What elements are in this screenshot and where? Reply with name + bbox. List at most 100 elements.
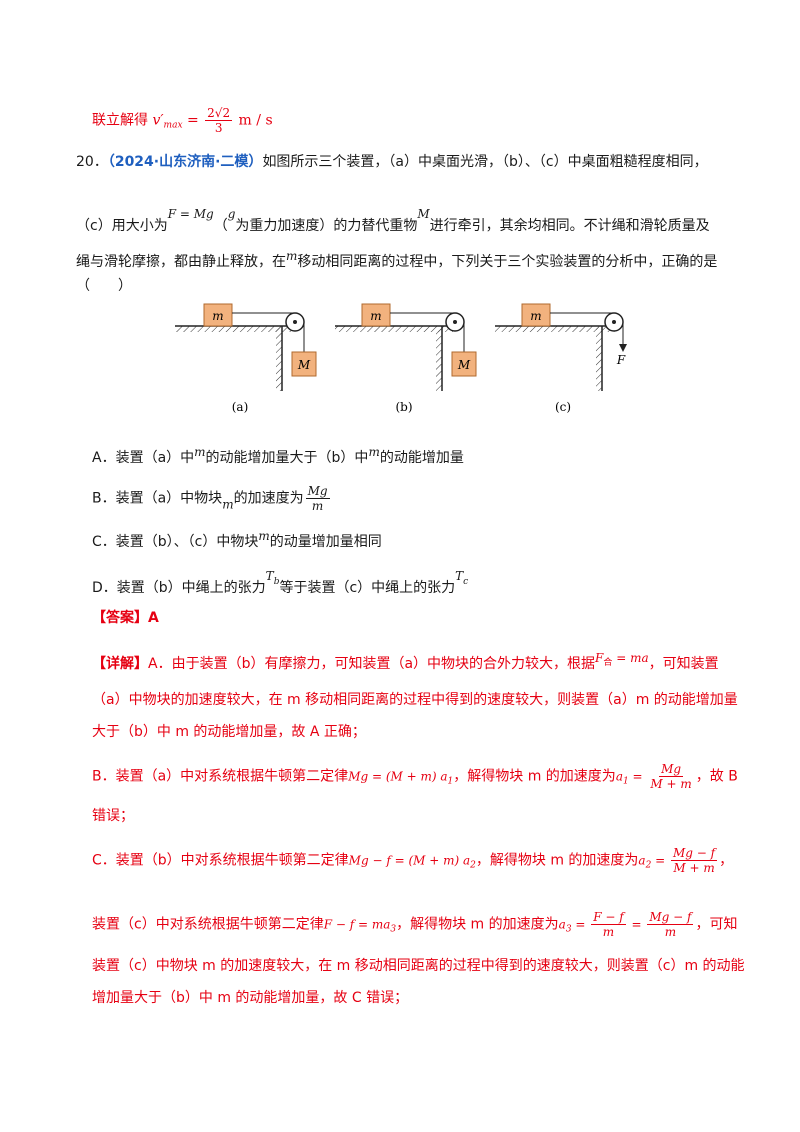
option-A: A．装置（a）中m的动能增加量大于（b）中m的动能增加量 xyxy=(92,442,464,468)
question-line-4: （ ） xyxy=(76,276,132,296)
detail-p2: （a）中物块的加速度较大，在 m 移动相同距离的过程中得到的速度较大，则装置（a… xyxy=(92,692,738,708)
detail-label: 【详解】 xyxy=(92,656,148,672)
caption-a: (a) xyxy=(232,400,249,414)
detail-p7-b: ，解得物块 m 的加速度为 xyxy=(396,916,559,933)
detail-p4-b: ，解得物块 m 的加速度为 xyxy=(453,768,616,785)
option-D: D．装置（b）中绳上的张力Tb等于装置（c）中绳上的张力Tc xyxy=(92,566,468,598)
detail-p6-a2sub: 2 xyxy=(645,860,652,871)
option-C-m: m xyxy=(258,529,270,543)
detail-p9: 增加量大于（b）中 m 的动能增加量，故 C 错误； xyxy=(92,990,409,1006)
option-C-text-2: 的动量增加量相同 xyxy=(269,534,382,550)
detail-line-5: 错误； xyxy=(92,806,134,826)
detail-p6-eq: Mg − f = (M + m) a xyxy=(348,853,471,868)
detail-line-2: （a）中物块的加速度较大，在 m 移动相同距离的过程中得到的速度较大，则装置（a… xyxy=(92,690,738,710)
detail-p3: 大于（b）中 m 的动能增加量，故 A 正确； xyxy=(92,724,366,740)
question-line-3: 绳与滑轮摩擦，都由静止释放，在m移动相同距离的过程中，下列关于三个实验装置的分析… xyxy=(76,246,717,272)
detail-p7-den1: m xyxy=(602,925,615,939)
answer-line: 【答案】A xyxy=(92,608,159,628)
detail-line-3: 大于（b）中 m 的动能增加量，故 A 正确； xyxy=(92,722,366,742)
detail-p6-b: ，解得物块 m 的加速度为 xyxy=(475,852,639,869)
detail-line-9: 增加量大于（b）中 m 的动能增加量，故 C 错误； xyxy=(92,988,408,1008)
label-m-c: m xyxy=(530,309,541,323)
block-M-a xyxy=(291,351,317,377)
eq-sign: = xyxy=(186,112,204,129)
detail-p7-eq: F − f = ma xyxy=(323,917,391,932)
apparatus-c: m F (c) xyxy=(495,303,627,414)
option-B-text-2: 的加速度为 xyxy=(233,490,304,507)
question-text-3b: 移动相同距离的过程中，下列关于三个实验装置的分析中，正确的是 xyxy=(297,254,718,270)
block-m-c xyxy=(521,303,551,327)
g-symbol: g xyxy=(227,207,236,221)
option-D-T2: T xyxy=(455,569,464,583)
question-text-2d: 进行牵引，其余均相同。不计绳和滑轮质量及 xyxy=(429,218,710,234)
caption-c: (c) xyxy=(555,400,571,414)
option-C: C．装置（b）、（c）中物块m的动量增加量相同 xyxy=(92,526,382,552)
option-D-T2-sub: c xyxy=(463,577,469,587)
option-D-text-1: D．装置（b）中绳上的张力 xyxy=(92,580,266,596)
detail-p1-Fsub: 合 xyxy=(603,658,613,668)
label-m-b: m xyxy=(370,309,381,323)
detail-p7-a3sub: 3 xyxy=(565,924,572,935)
option-A-m2: m xyxy=(368,445,380,459)
block-m-a xyxy=(203,303,233,327)
detail-p1-b: ，可知装置 xyxy=(648,656,719,672)
question-text-2b: （ xyxy=(213,218,228,234)
vmax-symbol: v′ xyxy=(152,112,164,129)
answer-label: 【答案】 xyxy=(92,610,148,626)
option-D-text-2: 等于装置（c）中绳上的张力 xyxy=(279,580,456,596)
result-unit: m / s xyxy=(238,112,273,129)
label-F: F xyxy=(616,353,626,367)
answer-value: A xyxy=(148,610,159,626)
vmax-sub: max xyxy=(163,120,183,131)
result-den: 3 xyxy=(214,121,223,135)
apparatus-a: m M (a) xyxy=(175,303,317,414)
detail-p4-c: ，故 B xyxy=(695,768,738,785)
result-fraction: 2√2 3 xyxy=(205,106,233,135)
detail-p7-sub: 3 xyxy=(390,924,397,935)
answer-blank: （ ） xyxy=(76,278,132,294)
detail-p6-a: C．装置（b）中对系统根据牛顿第二定律 xyxy=(92,852,349,869)
detail-line-8: 装置（c）中物块 m 的加速度较大，在 m 移动相同距离的过程中得到的速度较大，… xyxy=(92,956,745,976)
question-text-2c: 为重力加速度）的力替代重物 xyxy=(235,218,418,234)
detail-line-7: 装置（c）中对系统根据牛顿第二定律F − f = ma3，解得物块 m 的加速度… xyxy=(92,910,738,939)
detail-p4-a1: a xyxy=(615,769,623,784)
option-A-text-3: 的动能增加量 xyxy=(379,450,464,466)
option-B-m: m xyxy=(222,497,234,512)
block-m-b xyxy=(361,303,391,327)
detail-p6-a2: a xyxy=(638,853,646,868)
detail-p6-sub: 2 xyxy=(470,860,476,871)
detail-p4-eq: Mg = (M + m) a xyxy=(348,769,448,784)
question-source: （2024·山东济南·二模） xyxy=(107,154,263,170)
option-B-num: Mg xyxy=(305,484,330,499)
question-text-3a: 绳与滑轮摩擦，都由静止释放，在 xyxy=(76,254,286,270)
label-M-b: M xyxy=(457,358,471,372)
option-A-text-2: 的动能增加量大于（b）中 xyxy=(205,450,369,466)
question-text-2a: （c）用大小为 xyxy=(76,218,168,234)
detail-p6-den: M + m xyxy=(673,861,715,875)
detail-p4-a: B．装置（a）中对系统根据牛顿第二定律 xyxy=(92,768,349,785)
label-M-a: M xyxy=(297,358,311,372)
result-num: 2√2 xyxy=(205,106,233,121)
apparatus-figure: m M (a) m M (b) m F xyxy=(175,303,627,414)
question-line-1: 20．（2024·山东济南·二模）如图所示三个装置，（a）中桌面光滑，（b）、（… xyxy=(76,152,708,172)
block-M-b xyxy=(451,351,477,377)
detail-p7-a: 装置（c）中对系统根据牛顿第二定律 xyxy=(92,916,324,933)
detail-p4-den: M + m xyxy=(650,777,692,791)
detail-p8: 装置（c）中物块 m 的加速度较大，在 m 移动相同距离的过程中得到的速度较大，… xyxy=(92,958,745,974)
M-symbol: M xyxy=(417,207,430,221)
detail-p7-c: ，可知 xyxy=(695,916,738,933)
detail-line-1: 【详解】A．由于装置（b）有摩擦力，可知装置（a）中物块的合外力较大，根据F合 … xyxy=(92,648,719,674)
option-A-text-1: A．装置（a）中 xyxy=(92,450,195,466)
detail-p6-num: Mg − f xyxy=(671,846,718,861)
top-result-line: 联立解得 v′max = 2√2 3 m / s xyxy=(92,106,273,136)
force-formula: F = Mg xyxy=(167,207,214,221)
detail-p1-eq: = ma xyxy=(612,651,649,665)
detail-line-6: C．装置（b）中对系统根据牛顿第二定律Mg − f = (M + m) a2，解… xyxy=(92,846,734,875)
detail-line-4: B．装置（a）中对系统根据牛顿第二定律Mg = (M + m) a1，解得物块 … xyxy=(92,762,738,791)
